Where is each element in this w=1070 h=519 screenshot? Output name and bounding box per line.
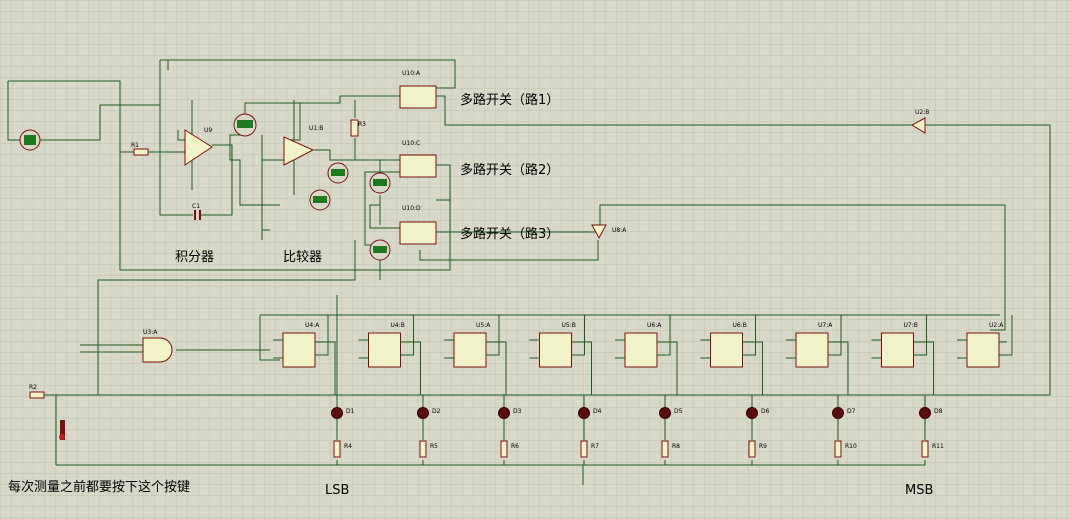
opamp-u1b: U1:B — [283, 100, 323, 195]
counter-1: U4:B — [358, 315, 421, 395]
counter-8: U2:A — [957, 315, 1013, 368]
opamp-u9: U9 — [184, 100, 213, 190]
and-gate-u3a: U3:A — [142, 329, 173, 363]
counter-7: U7:B — [871, 315, 934, 395]
label-u10d: U10:D — [402, 205, 421, 212]
label-comparator: 比较器 — [283, 250, 322, 265]
counter-5: U6:B — [700, 315, 763, 395]
counter-label: U5:B — [562, 322, 576, 329]
resistor-label: R9 — [759, 443, 767, 450]
counter-label: U7:A — [818, 322, 833, 329]
label-u10a: U10:A — [402, 70, 421, 77]
voltmeter-3 — [309, 189, 331, 211]
resistor-label: R4 — [344, 443, 352, 450]
label-mux2: 多路开关（路2） — [460, 162, 559, 178]
resistor-r1: R1 — [131, 142, 149, 156]
led-label: D1 — [346, 408, 355, 415]
counter-6: U7:A — [786, 315, 849, 395]
label-u2b: U2:B — [915, 109, 929, 116]
label-u8a: U8:A — [612, 227, 627, 234]
label-u10c: U10:C — [402, 140, 420, 147]
label-r1: R1 — [131, 142, 139, 149]
counter-4: U6:A — [615, 315, 678, 395]
label-note: 每次测量之前都要按下这个按键 — [8, 479, 190, 495]
buffer-u8a: U8:A — [591, 224, 627, 240]
counter-3: U5:B — [529, 315, 592, 395]
label-r3: R3 — [358, 121, 366, 128]
resistor-label: R8 — [672, 443, 680, 450]
label-u3a: U3:A — [143, 329, 158, 336]
led-label: D7 — [847, 408, 856, 415]
resistor-label: R11 — [932, 443, 944, 450]
label-msb: MSB — [905, 483, 933, 498]
label-mux1: 多路开关（路1） — [460, 92, 559, 108]
mux-switch-u10c: U10:C — [399, 140, 437, 178]
label-r2: R2 — [29, 384, 37, 391]
wiring — [7, 59, 1051, 485]
led-label: D3 — [513, 408, 522, 415]
resistor-label: R5 — [430, 443, 438, 450]
counter-2: U5:A — [444, 315, 507, 395]
label-c1: C1 — [192, 203, 200, 210]
label-u1b: U1:B — [309, 125, 323, 132]
ammeter-left — [19, 129, 41, 151]
counter-0: U4:A — [273, 315, 336, 395]
voltmeter-2 — [327, 162, 349, 184]
buffer-u2b: U2:B — [910, 109, 929, 134]
resistor-label: R6 — [511, 443, 519, 450]
led-label: D6 — [761, 408, 770, 415]
push-button[interactable] — [59, 420, 65, 440]
voltmeter-1 — [233, 113, 257, 137]
counter-label: U6:A — [647, 322, 662, 329]
label-mux3: 多路开关（路3） — [460, 226, 559, 242]
led-label: D4 — [593, 408, 602, 415]
mux-switch-u10a: U10:A — [399, 70, 437, 109]
label-integrator: 积分器 — [175, 250, 214, 265]
resistor-r2: R2 — [29, 384, 45, 399]
counter-row: U4:A U4:B U5:A U5:B U6:A U6:B U7:A U7:B U2:A — [273, 315, 1013, 395]
label-u9: U9 — [204, 127, 212, 134]
voltmeter-5 — [369, 239, 391, 261]
counter-label: U2:A — [989, 322, 1004, 329]
resistor-r3: R3 — [350, 119, 366, 137]
led-label: D8 — [934, 408, 943, 415]
resistor-label: R10 — [845, 443, 857, 450]
mux-switch-u10d: U10:D — [399, 205, 437, 245]
label-lsb: LSB — [325, 483, 349, 498]
voltmeter-4 — [369, 172, 391, 194]
counter-label: U4:A — [305, 322, 320, 329]
led-label: D2 — [432, 408, 441, 415]
counter-label: U4:B — [391, 322, 405, 329]
counter-label: U7:B — [904, 322, 918, 329]
led-label: D5 — [674, 408, 683, 415]
counter-label: U5:A — [476, 322, 491, 329]
counter-label: U6:B — [733, 322, 747, 329]
capacitor-c1: C1 — [192, 203, 201, 220]
resistor-label: R7 — [591, 443, 599, 450]
